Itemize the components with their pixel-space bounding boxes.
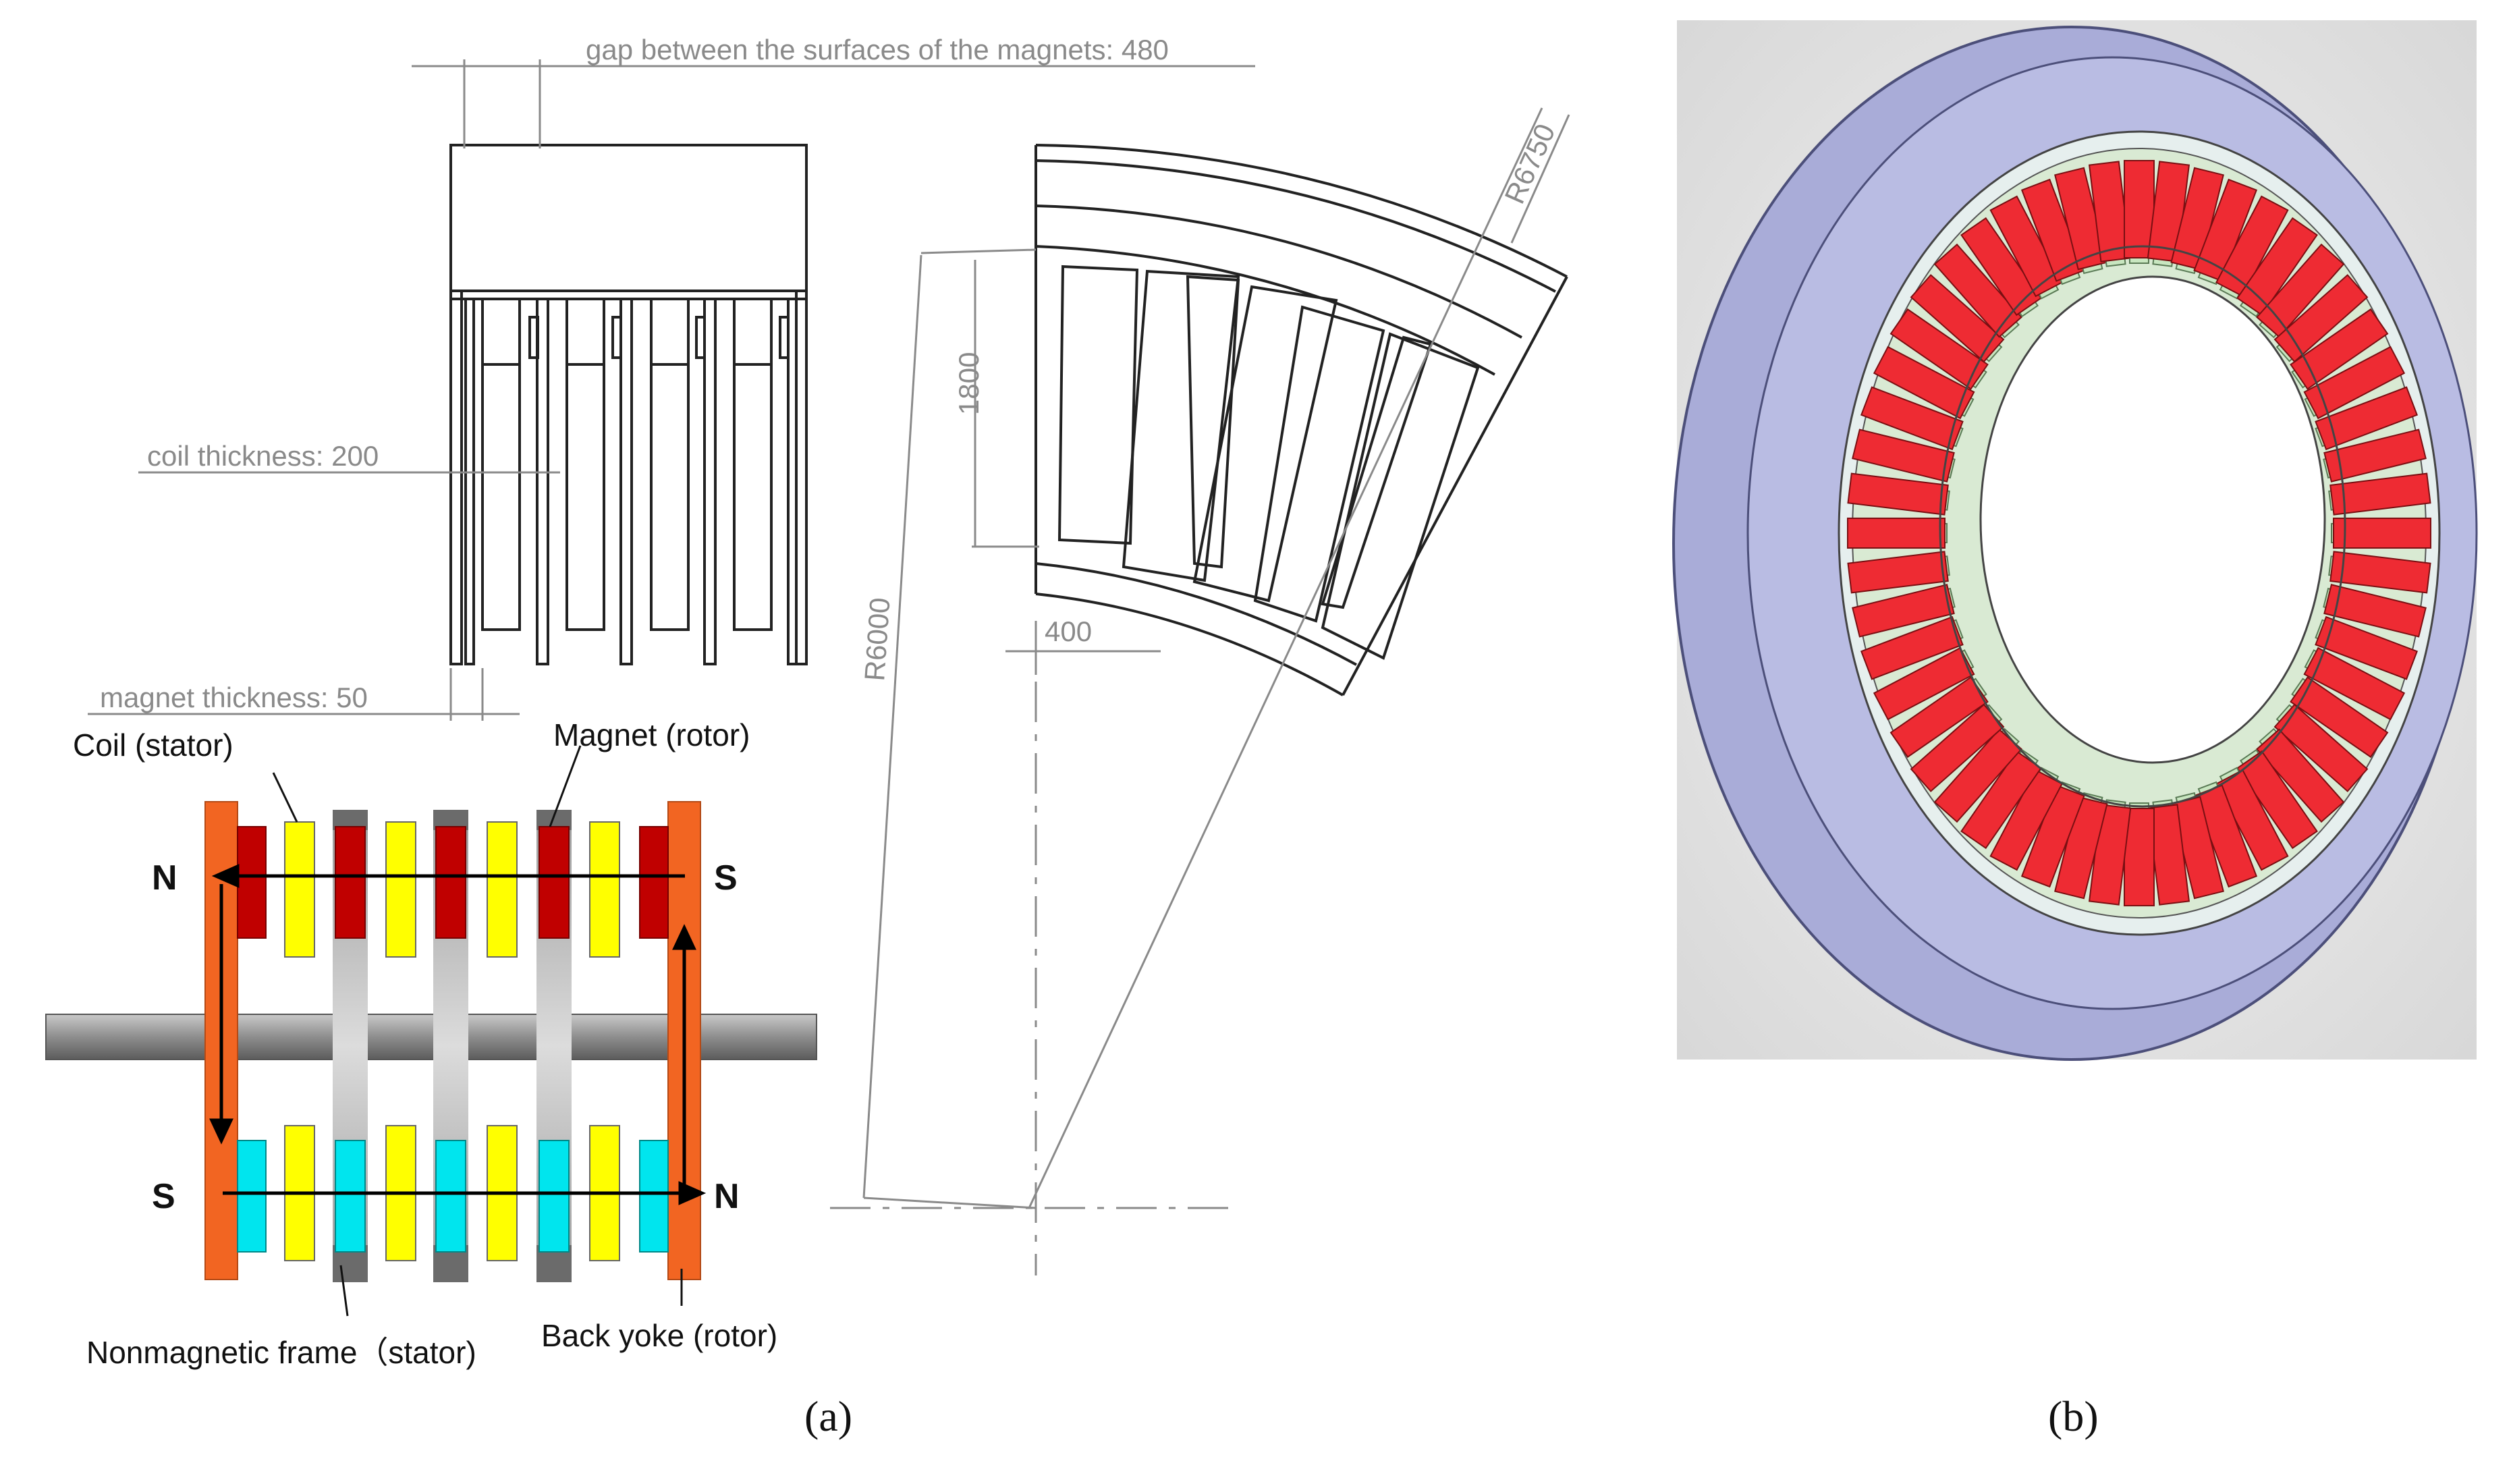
width-dimension-label: 400 bbox=[1045, 615, 1092, 647]
gap-dimension-label: gap between the surfaces of the magnets:… bbox=[586, 34, 1169, 65]
magnet-block bbox=[2236, 750, 2318, 850]
magnet-block bbox=[2256, 728, 2345, 823]
magnet-block bbox=[2215, 195, 2289, 298]
magnet-top bbox=[539, 826, 570, 939]
magnet-block bbox=[1889, 308, 1989, 390]
magnet-bottom bbox=[335, 1140, 366, 1253]
magnet-block bbox=[1960, 750, 2042, 850]
magnet-block bbox=[1860, 615, 1964, 680]
coil-label: Coil (stator) bbox=[73, 727, 233, 763]
pole-top-left: N bbox=[152, 858, 177, 898]
magnet-block bbox=[1933, 243, 2022, 338]
magnet-block bbox=[1989, 195, 2063, 298]
magnet-top bbox=[639, 826, 669, 939]
yoke-label: Back yoke (rotor) bbox=[541, 1318, 777, 1353]
magnet-block bbox=[2315, 615, 2419, 680]
magnet-block bbox=[2323, 429, 2427, 483]
magnet-block bbox=[1852, 584, 1955, 638]
magnet-block bbox=[1873, 346, 1975, 420]
magnet-top bbox=[237, 826, 267, 939]
magnet-block bbox=[2236, 217, 2318, 317]
pole-bottom-right: N bbox=[714, 1177, 740, 1216]
magnet-bottom bbox=[539, 1140, 570, 1253]
magnet-block bbox=[2329, 472, 2431, 516]
magnet-bottom bbox=[237, 1140, 267, 1253]
arc-dimension-lines bbox=[830, 107, 1570, 1275]
pole-top-right: S bbox=[714, 858, 738, 898]
magnet-block bbox=[2290, 308, 2389, 390]
coil-top bbox=[487, 821, 518, 958]
magnet-block bbox=[2273, 274, 2369, 363]
magnet-block bbox=[2323, 584, 2427, 638]
coil-thickness-label: coil thickness: 200 bbox=[147, 440, 379, 472]
magnet-block bbox=[2124, 160, 2155, 258]
caption-a: (a) bbox=[804, 1392, 852, 1440]
coil-top bbox=[284, 821, 315, 958]
magnet-bottom bbox=[639, 1140, 669, 1253]
magnet-block bbox=[1960, 217, 2042, 317]
coil-top bbox=[385, 821, 416, 958]
magnet-block bbox=[1873, 647, 1975, 721]
magnet-block bbox=[2273, 703, 2369, 792]
magnet-label: Magnet (rotor) bbox=[553, 717, 750, 752]
magnet-block bbox=[2256, 243, 2345, 338]
magnet-block bbox=[1852, 429, 1955, 483]
pole-bottom-left: S bbox=[152, 1177, 175, 1216]
magnet-block bbox=[2329, 551, 2431, 594]
magnet-block bbox=[1989, 769, 2063, 871]
height-dimension-label: 1800 bbox=[953, 352, 985, 415]
magnet-block bbox=[2193, 178, 2258, 282]
magnet-block bbox=[2303, 647, 2406, 721]
flux-schematic bbox=[45, 745, 817, 1317]
magnet-block bbox=[2020, 784, 2085, 888]
magnet-block bbox=[1889, 676, 1989, 759]
cross-section-drawing bbox=[449, 144, 808, 665]
dimension-lines bbox=[88, 59, 1255, 721]
generator-ring-3d bbox=[1672, 26, 2478, 1061]
magnet-block bbox=[2303, 346, 2406, 420]
frame-label: Nonmagnetic frame（stator) bbox=[86, 1335, 476, 1370]
magnet-block bbox=[2054, 796, 2108, 900]
magnet-block bbox=[2124, 808, 2155, 906]
magnet-top bbox=[335, 826, 366, 939]
magnet-thickness-label: magnet thickness: 50 bbox=[100, 682, 368, 713]
magnet-block bbox=[2215, 769, 2289, 871]
magnet-block bbox=[2290, 676, 2389, 759]
arc-segment-drawing bbox=[1034, 144, 1568, 696]
magnet-block bbox=[2333, 518, 2431, 549]
caption-b: (b) bbox=[2048, 1392, 2099, 1440]
magnet-block bbox=[2170, 167, 2224, 271]
magnet-top bbox=[435, 826, 466, 939]
magnet-block bbox=[1847, 518, 1946, 549]
coil-top bbox=[589, 821, 620, 958]
r-inner-label: R6000 bbox=[858, 597, 896, 682]
magnet-bottom bbox=[435, 1140, 466, 1253]
magnet-block bbox=[1860, 386, 1964, 451]
magnet-block bbox=[1910, 274, 2005, 363]
magnet-block bbox=[1847, 472, 1949, 516]
magnet-block bbox=[2315, 386, 2419, 451]
r-outer-label: R6750 bbox=[1498, 119, 1561, 208]
magnet-block bbox=[1847, 551, 1949, 594]
